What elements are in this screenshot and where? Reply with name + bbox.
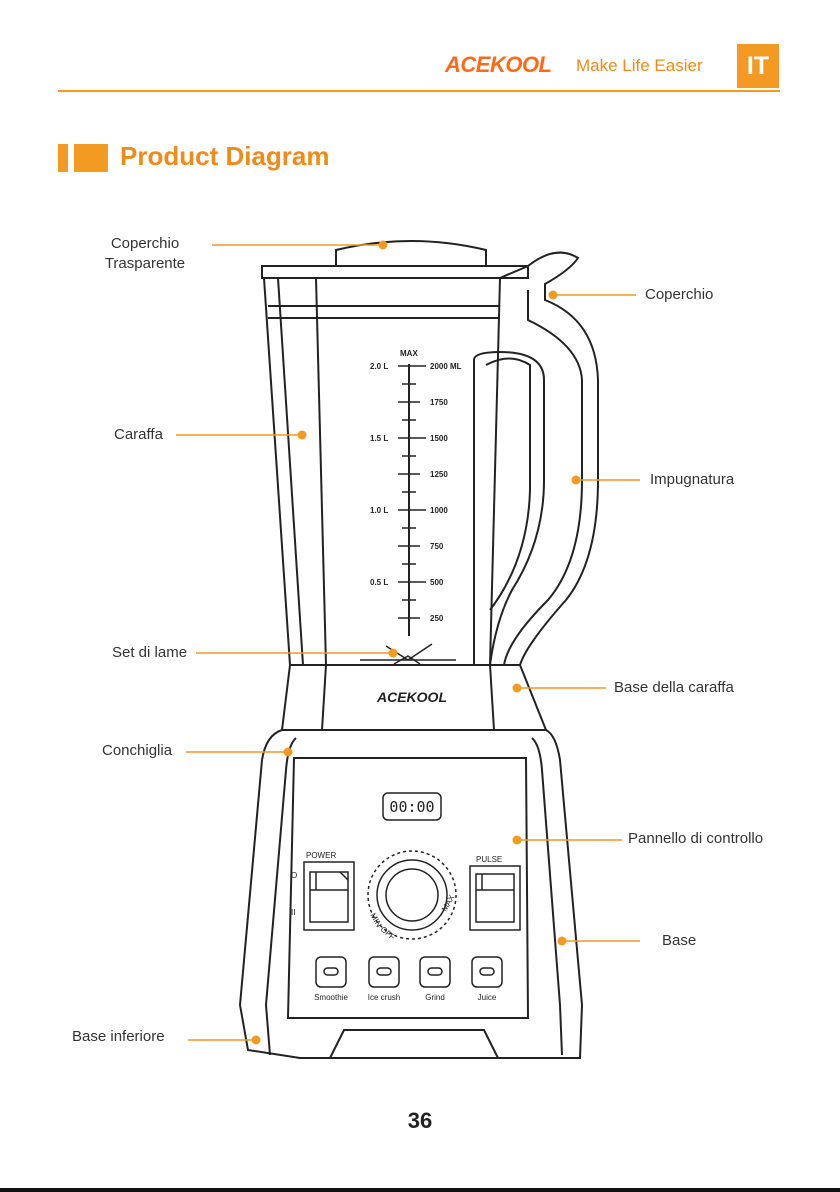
base-outline bbox=[238, 729, 584, 1059]
lid-rim-shape bbox=[261, 265, 529, 279]
blade-set-icon bbox=[360, 643, 456, 665]
speed-dial-knob[interactable] bbox=[385, 868, 439, 922]
scale-ml-1750: 1750 bbox=[430, 398, 448, 407]
label-base: Base bbox=[662, 932, 697, 949]
scale-liter-1: 1.0 L bbox=[370, 506, 388, 515]
smoothie-label: Smoothie bbox=[314, 993, 348, 1002]
brand-logo: ACEKOOL bbox=[445, 52, 552, 77]
scale-ml-750: 750 bbox=[430, 542, 444, 551]
grind-label: Grind bbox=[425, 993, 445, 1002]
juice-button[interactable] bbox=[471, 956, 503, 988]
pulse-switch[interactable] bbox=[469, 865, 521, 931]
timer-display-frame bbox=[382, 792, 442, 821]
scale-ml-500: 500 bbox=[430, 578, 444, 587]
power-switch[interactable] bbox=[303, 861, 355, 931]
language-badge: IT bbox=[737, 44, 779, 88]
section-title: Product Diagram bbox=[120, 141, 330, 171]
title-marker-large bbox=[74, 144, 108, 172]
scale-max-label: MAX bbox=[400, 349, 418, 358]
bottom-rule bbox=[0, 1188, 840, 1192]
power-off-mark: II bbox=[291, 908, 295, 917]
handle-outline bbox=[488, 251, 599, 666]
jar-edge-left-2 bbox=[315, 277, 327, 666]
label-bottom-base: Base inferiore bbox=[72, 1028, 165, 1045]
callout-lines bbox=[176, 244, 640, 1041]
smoothie-button-indicator bbox=[323, 967, 339, 976]
ice-crush-label: Ice crush bbox=[368, 993, 400, 1002]
handle-grip-inner bbox=[485, 357, 531, 611]
pulse-switch-label: PULSE bbox=[476, 855, 502, 864]
label-handle: Impugnatura bbox=[650, 471, 735, 488]
power-on-mark: O bbox=[291, 871, 297, 880]
scale-liter-05: 0.5 L bbox=[370, 578, 388, 587]
title-marker-small bbox=[58, 144, 68, 172]
page-number: 36 bbox=[407, 1108, 433, 1133]
label-lid: Coperchio bbox=[645, 286, 714, 303]
scale-ml-2000: 2000 ML bbox=[430, 362, 462, 371]
smoothie-button[interactable] bbox=[315, 956, 347, 988]
scale-ml-1250: 1250 bbox=[430, 470, 448, 479]
label-blade-set: Set di lame bbox=[112, 644, 188, 661]
power-switch-label: POWER bbox=[306, 851, 336, 860]
speed-dial[interactable] bbox=[376, 859, 448, 931]
juice-button-indicator bbox=[479, 967, 495, 976]
scale-liter-2: 2.0 L bbox=[370, 362, 388, 371]
dial-max-label: MAX bbox=[440, 893, 457, 913]
jar-edge-left-1 bbox=[277, 277, 304, 666]
label-shell: Conchiglia bbox=[102, 742, 173, 759]
label-transparent-lid-line1: Coperchio bbox=[110, 235, 180, 252]
label-control-panel: Pannello di controllo bbox=[628, 830, 764, 847]
jar-base-line-2 bbox=[489, 664, 495, 731]
timer-display-text: 00:00 bbox=[389, 798, 434, 816]
control-panel-outline bbox=[286, 757, 530, 1019]
callout-dots bbox=[251, 240, 581, 1045]
jar-base-line-1 bbox=[321, 664, 327, 731]
handle-grip-left bbox=[473, 351, 501, 665]
brand-tagline: Make Life Easier bbox=[576, 56, 703, 75]
juice-label: Juice bbox=[478, 993, 497, 1002]
grind-button-indicator bbox=[427, 967, 443, 976]
handle-inner-line bbox=[503, 290, 583, 666]
scale-ml-1500: 1500 bbox=[430, 434, 448, 443]
scale-ml-250: 250 bbox=[430, 614, 444, 623]
label-jar-base: Base della caraffa bbox=[614, 679, 734, 696]
ice-crush-button-indicator bbox=[376, 967, 392, 976]
dial-off-label: OFF bbox=[379, 925, 397, 942]
scale-liter-15: 1.5 L bbox=[370, 434, 388, 443]
dial-ring-ticks bbox=[367, 850, 457, 940]
header-rule bbox=[58, 90, 780, 92]
base-edge-right bbox=[531, 737, 563, 1056]
label-transparent-lid-line2: Trasparente bbox=[104, 255, 186, 272]
ice-crush-button[interactable] bbox=[368, 956, 400, 988]
blender-logo: ACEKOOL bbox=[376, 689, 447, 705]
grind-button[interactable] bbox=[419, 956, 451, 988]
label-jar: Caraffa bbox=[114, 426, 163, 443]
scale-ticks bbox=[398, 365, 426, 619]
label-transparent-lid: Coperchio Trasparente bbox=[102, 234, 188, 274]
scale-ml-1000: 1000 bbox=[430, 506, 448, 515]
base-foot-cutout bbox=[329, 1029, 499, 1059]
